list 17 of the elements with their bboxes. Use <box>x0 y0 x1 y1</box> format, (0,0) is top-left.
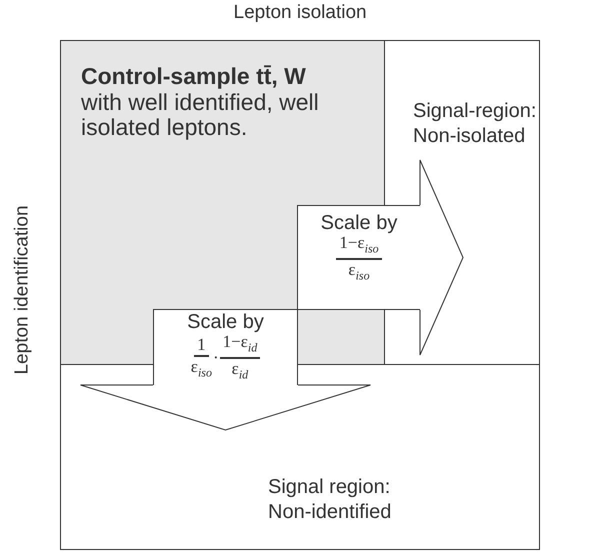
formula-denominator: ε$_{iso}$ <box>348 260 370 285</box>
formula-numerator: 1−ε$_{iso}$ <box>336 234 382 260</box>
formula-denominator: ε$_{iso}$ <box>190 356 212 382</box>
region-text: Control-sample tt̄, W <box>81 64 307 89</box>
formula-numerator: 1 <box>194 336 209 357</box>
scale-label: Scale by <box>186 311 265 333</box>
scale-factor-box <box>153 309 298 385</box>
multiplication-dot: · <box>212 349 219 368</box>
scale-label: Scale by <box>320 212 398 234</box>
scale-factor-box <box>297 205 420 310</box>
region-text: Signal region: Non-identified <box>268 475 392 525</box>
region-text: Signal-region: Non-isolated <box>413 99 538 149</box>
axis-title: Lepton identification <box>11 206 33 374</box>
axis-title: Lepton isolation <box>234 2 367 24</box>
region-text: with well identified, well isolated leptons. <box>81 90 320 140</box>
formula-denominator: ε$_{id}$ <box>232 359 248 384</box>
formula-numerator: 1−ε$_{id}$ <box>220 333 260 360</box>
